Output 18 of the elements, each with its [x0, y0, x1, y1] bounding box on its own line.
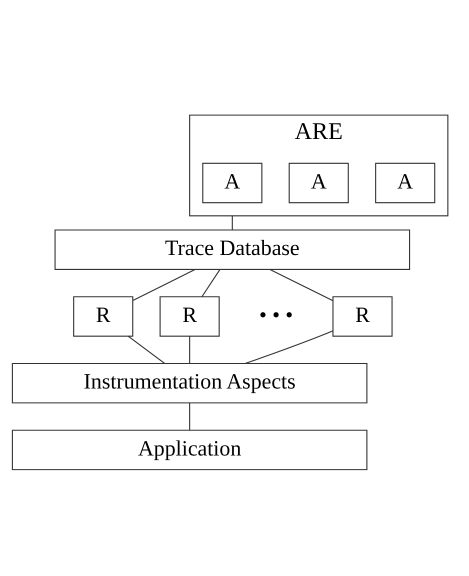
node-box: A: [202, 162, 262, 204]
connector: [245, 330, 333, 364]
connector: [270, 268, 334, 302]
node-box: Trace Database: [54, 229, 410, 270]
node-box: R: [332, 296, 393, 337]
connector: [132, 268, 196, 301]
node-box: R: [160, 296, 220, 337]
connector: [202, 269, 220, 297]
connector: [189, 402, 190, 430]
node-box: A: [288, 162, 349, 204]
node-box: Instrumentation Aspects: [12, 362, 368, 404]
label: • • •: [259, 302, 294, 327]
node-box: Application: [12, 430, 368, 470]
node-box: R: [73, 296, 134, 337]
node-box: A: [375, 162, 436, 204]
connector: [189, 336, 190, 364]
connector: [128, 336, 166, 364]
connector: [232, 216, 233, 230]
